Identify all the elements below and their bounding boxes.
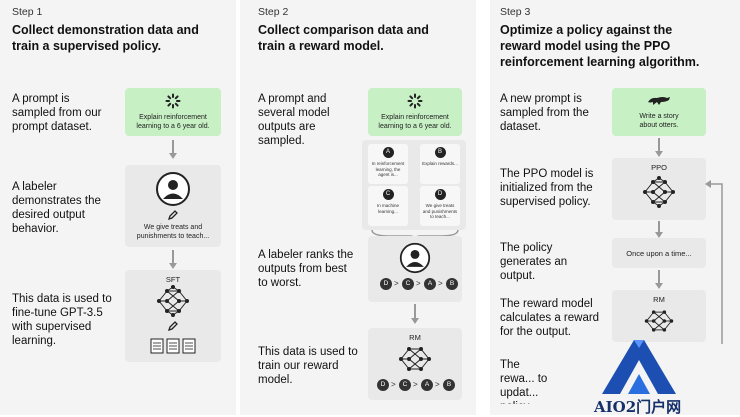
output-d: D We give treats and punishments to teac… (420, 186, 460, 226)
step2-desc-3: This data is used to train our reward mo… (258, 346, 358, 386)
rank-gt: > (391, 380, 396, 389)
arrow-down-icon (655, 270, 663, 289)
step1-sft-card: SFT (125, 270, 221, 362)
neural-network-icon (644, 310, 674, 332)
documents-icon (150, 338, 196, 354)
step1-prompt-text: Explain reinforcement learning to a 6 ye… (136, 114, 210, 130)
refresh-icon (165, 93, 181, 109)
rm-ranking-row: D > C > A > B (377, 379, 455, 393)
step3-ppo-card: PPO (612, 158, 706, 220)
rank-badge: C (402, 278, 414, 290)
step2-desc-1: A prompt and several model outputs are s… (258, 93, 330, 147)
refresh-icon (407, 93, 423, 109)
rank-badge: A (424, 278, 436, 290)
rank-gt: > (413, 380, 418, 389)
output-a: A In reinforcement learning, the agent i… (368, 144, 408, 184)
step3-output-card: Once upon a time... (612, 238, 706, 268)
step3-rm-card: RM (612, 290, 706, 342)
rank-gt: > (438, 279, 443, 288)
neural-network-icon (643, 176, 675, 208)
rank-badge: B (443, 379, 455, 391)
rank-badge: D (380, 278, 392, 290)
watermark-logo-icon (602, 340, 676, 394)
arrow-down-icon (655, 138, 663, 157)
step2-prompt-card: Explain reinforcement learning to a 6 ye… (368, 88, 462, 136)
step3-desc-1: A new prompt is sampled from the dataset… (500, 93, 589, 133)
step2-desc-2: A labeler ranks the outputs from best to… (258, 249, 354, 289)
step3-desc-5: The rewa... to updat... policy us... (500, 359, 548, 404)
arrow-down-icon (411, 304, 419, 324)
arrow-down-icon (169, 140, 177, 159)
rank-badge: C (399, 379, 411, 391)
step3-prompt-text: Write a story about otters. (639, 113, 679, 129)
step1-title: Collect demonstration data and train a s… (12, 23, 199, 53)
step3-desc-3: The policy generates an output. (500, 242, 568, 282)
ppo-label: PPO (651, 163, 667, 172)
output-a-text: In reinforcement learning, the agent is.… (371, 161, 405, 177)
output-d-letter: D (434, 189, 446, 200)
output-b-text: Explain rewards... (422, 161, 458, 166)
output-a-letter: A (382, 147, 394, 158)
otter-icon (648, 97, 670, 105)
step3-desc-4: The reward model calculates a reward for… (500, 298, 600, 338)
rank-badge: A (421, 379, 433, 391)
step1-desc-3: This data is used to fine-tune GPT-3.5 w… (12, 293, 112, 347)
step3-prompt-card: Write a story about otters. (612, 88, 706, 136)
output-b-letter: B (434, 147, 446, 158)
step1-desc-1: A prompt is sampled from our prompt data… (12, 93, 102, 133)
arrow-down-icon (169, 250, 177, 269)
rank-gt: > (435, 380, 440, 389)
step2-prompt-text: Explain reinforcement learning to a 6 ye… (378, 114, 452, 130)
feedback-arrow-icon (705, 180, 723, 344)
step1-prompt-card: Explain reinforcement learning to a 6 ye… (125, 88, 221, 136)
rank-gt: > (416, 279, 421, 288)
step2-rm-card: RM D > C > A > B (368, 328, 462, 400)
ranking-row: D > C > A > B (380, 278, 458, 292)
output-c-text: In machine learning... (376, 203, 399, 214)
pencil-icon (167, 321, 178, 332)
step3-title: Optimize a policy against the reward mod… (500, 23, 700, 69)
step3-label: Step 3 (500, 6, 531, 18)
step2-ranking-card: D > C > A > B (368, 236, 462, 302)
neural-network-icon (399, 347, 431, 371)
pencil-icon (167, 210, 178, 221)
step1-desc-2: A labeler demonstrates the desired outpu… (12, 181, 101, 235)
step1-labeler-card: We give treats and punishments to teach.… (125, 165, 221, 247)
step2-title: Collect comparison data and train a rewa… (258, 23, 429, 53)
watermark-text: AIO2门户网 (594, 398, 682, 416)
person-icon (399, 242, 431, 274)
step1-labeler-text: We give treats and punishments to teach.… (136, 224, 210, 240)
neural-network-icon (157, 285, 189, 317)
step3-desc-2: The PPO model is initialized from the su… (500, 168, 594, 208)
step2-outputs-card: A In reinforcement learning, the agent i… (362, 140, 466, 230)
step3-output-text: Once upon a time... (626, 249, 692, 258)
arrow-down-icon (655, 221, 663, 238)
rank-badge: D (377, 379, 389, 391)
step2-label: Step 2 (258, 6, 289, 18)
rank-gt: > (394, 279, 399, 288)
output-b: B Explain rewards... (420, 144, 460, 184)
output-c: C In machine learning... (368, 186, 408, 226)
step3-rm-label: RM (653, 295, 665, 304)
step1-label: Step 1 (12, 6, 43, 18)
person-icon (156, 172, 190, 206)
output-d-text: We give treats and punishments to teach.… (422, 203, 458, 219)
rm-label: RM (409, 333, 421, 342)
sft-label: SFT (165, 275, 181, 284)
output-c-letter: C (382, 189, 394, 200)
rank-badge: B (446, 278, 458, 290)
